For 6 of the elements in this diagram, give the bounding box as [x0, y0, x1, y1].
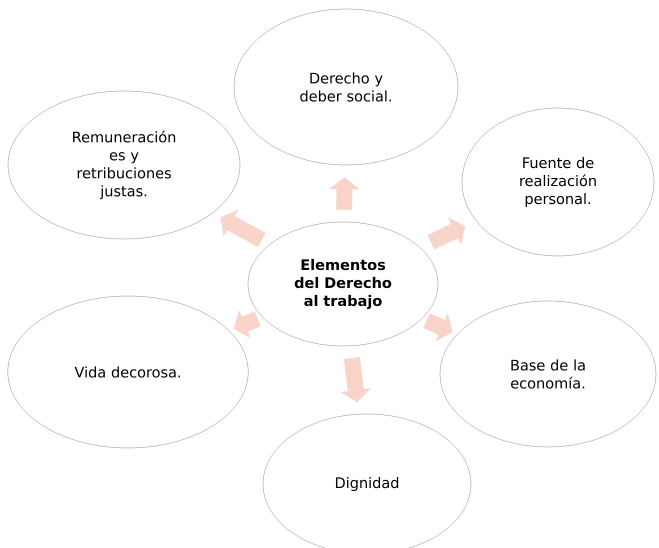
ellipse-node: Derecho y deber social. — [234, 8, 458, 166]
ellipse-node: Vida decorosa. — [8, 296, 248, 448]
ellipse-node: Elementos del Derecho al trabajo — [248, 222, 438, 346]
ellipse-node: Base de la economía. — [440, 300, 656, 448]
ellipse-node: Fuente de realización personal. — [462, 108, 654, 256]
ellipse-node: Remuneración es y retribuciones justas. — [8, 90, 240, 240]
